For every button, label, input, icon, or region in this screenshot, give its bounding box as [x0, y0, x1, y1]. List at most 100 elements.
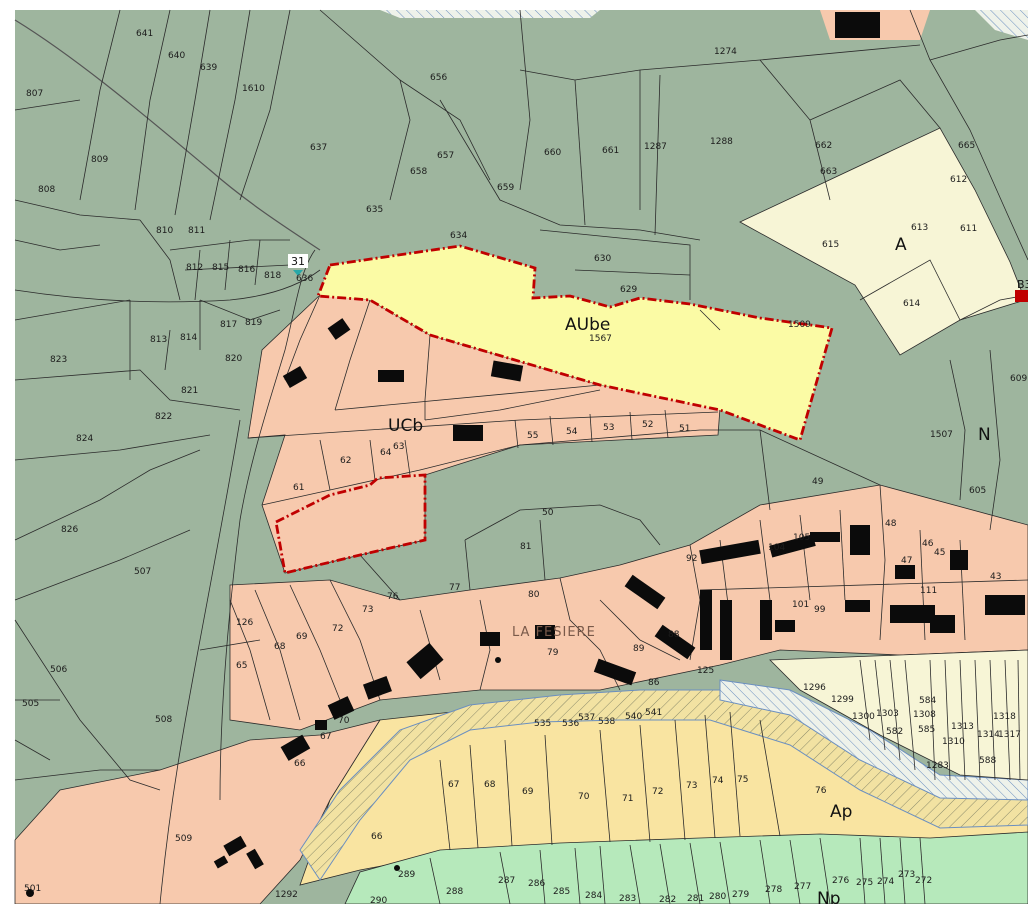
parcel-label: 1303: [876, 709, 899, 719]
parcel-label: 637: [310, 143, 327, 153]
parcel-labels: 641 640 639 807 1610 656 1274 809 637 65…: [22, 29, 1027, 904]
parcel-label: 1283: [926, 761, 949, 771]
parcel-label: 62: [340, 456, 351, 466]
zone-label-np: Np: [817, 889, 841, 904]
parcel-label: 507: [134, 567, 151, 577]
parcel-label: 816: [238, 265, 255, 275]
road-marker: 31: [288, 254, 308, 276]
parcel-label: 281: [687, 894, 704, 904]
ucb-south-boundary: [274, 473, 427, 575]
parcel-label: 582: [886, 727, 903, 737]
parcel-label: 111: [920, 586, 937, 596]
parcel-label: 540: [625, 712, 642, 722]
parcel-label: 536: [562, 719, 579, 729]
parcel-label: 814: [180, 333, 197, 343]
zone-labels: AUbe UCb A N Ap Np LA FESIERE: [388, 235, 991, 904]
parcel-label: 809: [91, 155, 108, 165]
parcel-label: 613: [911, 223, 928, 233]
road-marker-label: 31: [291, 255, 305, 268]
parcel-label: 69: [296, 632, 308, 642]
parcel-label: 66: [371, 832, 383, 842]
parcel-label: 509: [175, 834, 192, 844]
parcel-label: 807: [26, 89, 43, 99]
parcel-label: 51: [679, 424, 690, 434]
buildings: [26, 12, 1028, 897]
parcel-label: 73: [362, 605, 373, 615]
parcel-label: 49: [812, 477, 824, 487]
parcel-label: 1310: [942, 737, 965, 747]
parcel-label: 283: [619, 894, 636, 904]
parcel-label: 289: [398, 870, 415, 880]
aube-boundary: [316, 244, 834, 442]
parcel-label: 508: [155, 715, 172, 725]
place-name-label: LA FESIERE: [512, 625, 596, 640]
parcel-label: 636: [296, 274, 313, 284]
parcel-label: 665: [958, 141, 975, 151]
parcel-label: 272: [915, 876, 932, 886]
parcel-label: 505: [22, 699, 39, 709]
parcel-label: 48: [885, 519, 897, 529]
parcel-label: 76: [387, 592, 399, 602]
parcel-label: 72: [332, 624, 343, 634]
parcel-label: 826: [61, 525, 78, 535]
parcel-label: 588: [979, 756, 996, 766]
parcel-label: 1610: [242, 84, 265, 94]
parcel-label: 611: [960, 224, 977, 234]
parcel-label: 1287: [644, 142, 667, 152]
parcel-label: 77: [449, 583, 460, 593]
parcel-label: 81: [520, 542, 531, 552]
parcel-label: 69: [522, 787, 534, 797]
parcel-label: 660: [544, 148, 561, 158]
parcel-label: 584: [919, 696, 936, 706]
zone-label-n: N: [978, 425, 991, 445]
edge-label: B3: [1017, 278, 1028, 291]
parcel-label: 501: [24, 884, 41, 894]
parcel-label: 70: [338, 716, 350, 726]
parcel-label: 290: [370, 896, 387, 904]
parcel-label: 656: [430, 73, 447, 83]
parcel-label: 1313: [951, 722, 974, 732]
parcel-label: 1507: [930, 430, 953, 440]
parcel-label: 72: [652, 787, 663, 797]
parcel-label: 820: [225, 354, 242, 364]
parcel-label: 640: [168, 51, 185, 61]
parcel-label: 71: [622, 794, 633, 804]
parcel-label: 68: [484, 780, 496, 790]
parcel-label: 73: [686, 781, 697, 791]
parcel-label: 506: [50, 665, 67, 675]
parcel-label: 89: [633, 644, 645, 654]
parcel-label: 76: [815, 786, 827, 796]
parcel-label: 1274: [714, 47, 737, 57]
parcel-label: 285: [553, 887, 570, 897]
zone-label-ap: Ap: [830, 802, 852, 822]
parcel-label: 663: [820, 167, 837, 177]
zone-label-aube: AUbe: [565, 315, 610, 335]
parcel-label: 64: [380, 448, 392, 458]
parcel-label: 1296: [803, 683, 826, 693]
parcel-label: 46: [922, 539, 934, 549]
parcel-label: 278: [765, 885, 782, 895]
parcel-label: 47: [901, 556, 912, 566]
parcel-label: 812: [186, 263, 203, 273]
parcel-label: 79: [547, 648, 559, 658]
parcel-label: 1308: [913, 710, 936, 720]
parcel-label: 63: [393, 442, 404, 452]
parcel-label: 67: [448, 780, 459, 790]
parcel-label: 641: [136, 29, 153, 39]
parcel-boundaries: [14, 9, 1028, 904]
parcel-label: 1318: [993, 712, 1016, 722]
parcel-label: 630: [594, 254, 611, 264]
parcel-label: 282: [659, 895, 676, 904]
parcel-label: 279: [732, 890, 749, 900]
parcel-label: 43: [990, 572, 1001, 582]
parcel-label: 824: [76, 434, 93, 444]
parcel-label: 639: [200, 63, 217, 73]
parcel-label: 815: [212, 263, 229, 273]
parcel-label: 813: [150, 335, 167, 345]
parcel-label: 1292: [275, 890, 298, 900]
parcel-label: 80: [528, 590, 540, 600]
parcel-label: 53: [603, 423, 614, 433]
parcel-label: 662: [815, 141, 832, 151]
parcel-label: 67: [320, 732, 331, 742]
